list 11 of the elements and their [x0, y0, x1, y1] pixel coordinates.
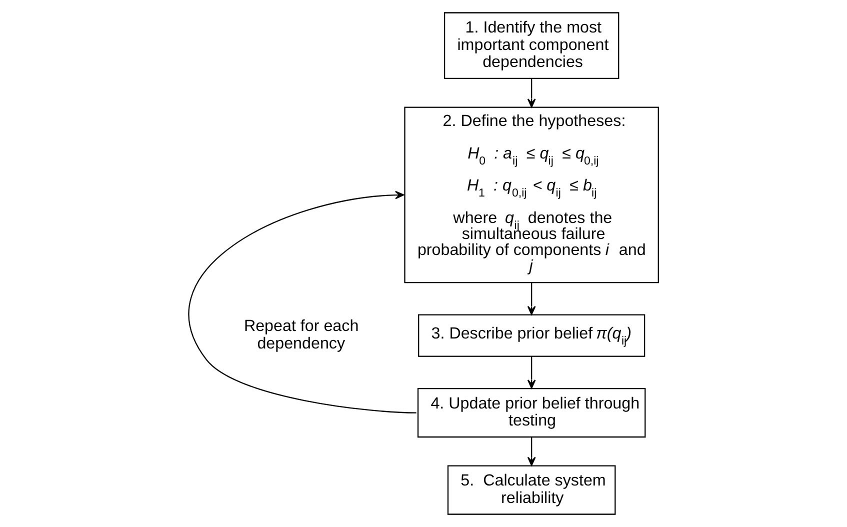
node-box: 1. Identify the most important component dependencies	[444, 12, 620, 80]
arrow	[527, 356, 536, 389]
node-box: 5. Calculate system reliability	[447, 465, 616, 515]
arrow	[527, 282, 536, 315]
arrow	[188, 190, 416, 414]
node-box: 4. Update prior belief through testing	[417, 388, 646, 438]
arrow	[527, 78, 536, 108]
node-box: 3. Describe prior belief π(q$_{ij}$)	[418, 314, 646, 357]
label: Repeat for each dependency	[244, 317, 359, 352]
arrow	[527, 437, 536, 466]
node-box: 2. Define the hypotheses: H$_{0}$ : a$_{ij}$ ≤ q$_{ij}$ ≤ q$_{0,ij}$ H$_{1}$ : q$_{0,ij}$ < q$_{ij}$ ≤ b$_{ij}$ where q$_{ij}$ denotes the simultaneous failure probability of components i and j	[404, 106, 659, 284]
